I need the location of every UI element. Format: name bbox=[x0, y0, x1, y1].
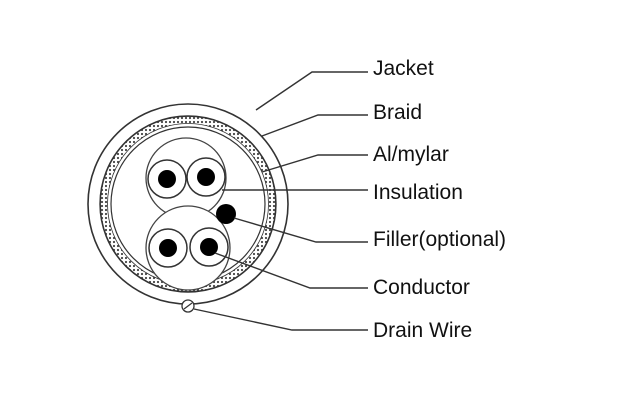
braid-outer-edge bbox=[100, 116, 276, 292]
filler bbox=[216, 204, 236, 224]
leader-line-filler bbox=[233, 217, 368, 243]
label-insulation: Insulation bbox=[373, 181, 463, 204]
label-drain-wire: Drain Wire bbox=[373, 319, 473, 342]
conductor-4 bbox=[200, 238, 218, 256]
label-jacket: Jacket bbox=[373, 57, 434, 80]
leader-line-braid bbox=[261, 114, 368, 137]
jacket-inner-ring bbox=[99, 115, 277, 293]
conductor-2 bbox=[197, 168, 215, 186]
label-conductor: Conductor bbox=[373, 276, 470, 299]
conductor-1 bbox=[158, 170, 176, 188]
leader-line-drain-wire bbox=[193, 308, 368, 331]
label-filler: Filler(optional) bbox=[373, 228, 507, 251]
conductor-3 bbox=[159, 239, 177, 257]
label-al-mylar: Al/mylar bbox=[373, 143, 449, 166]
lower-pair-wrap bbox=[145, 205, 231, 291]
leader-line-conductor bbox=[214, 252, 368, 289]
drain-wire-mark bbox=[183, 302, 193, 310]
leader-line-jacket bbox=[255, 71, 368, 111]
label-braid: Braid bbox=[373, 101, 423, 124]
leader-line-al-mylar bbox=[261, 154, 368, 173]
